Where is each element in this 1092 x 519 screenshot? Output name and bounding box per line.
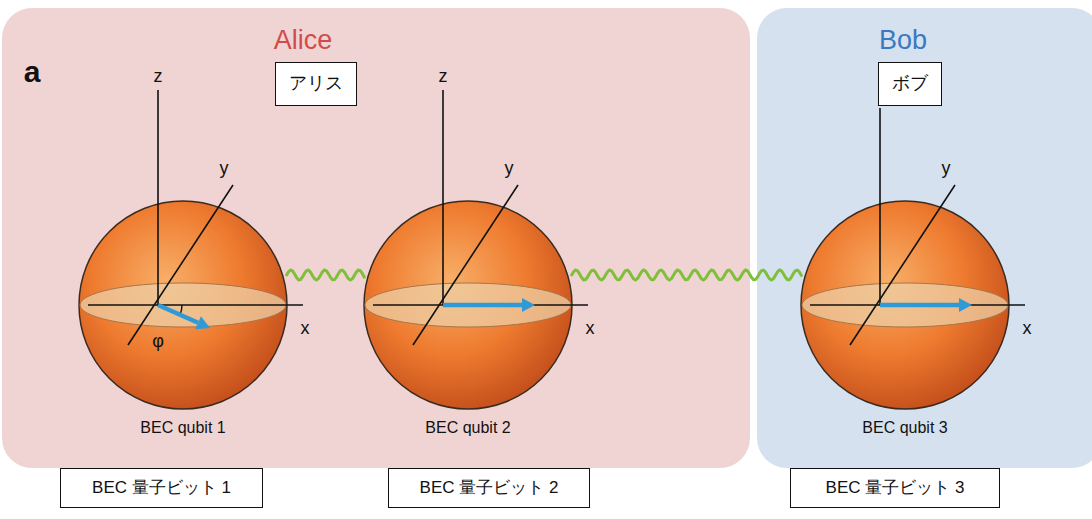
bloch-sphere-node: BEC qubit 2 bbox=[363, 200, 573, 410]
axis-label: x bbox=[1023, 318, 1032, 338]
party-panel: Bob ボブ BEC qubit 3 bbox=[757, 8, 1092, 468]
bloch-sphere bbox=[800, 200, 1010, 410]
label-holder: a bbox=[24, 55, 41, 89]
bloch-sphere bbox=[78, 200, 288, 410]
qubit-label: BEC qubit 1 bbox=[140, 419, 225, 436]
label-holder: z bbox=[439, 66, 448, 87]
z-axis bbox=[442, 90, 444, 305]
state-vector bbox=[443, 303, 522, 308]
name-label: ボブ bbox=[891, 73, 929, 95]
state-vector-head bbox=[195, 316, 210, 329]
caption-box: BEC 量子ビット 2 bbox=[388, 468, 590, 508]
name-box: アリス bbox=[275, 62, 357, 106]
caption-text: BEC 量子ビット 2 bbox=[401, 478, 577, 498]
x-axis bbox=[373, 304, 588, 306]
name-box: ボブ bbox=[878, 62, 942, 106]
axis-label: y bbox=[942, 158, 951, 178]
party-title: Bob bbox=[879, 25, 927, 55]
label-holder: φ bbox=[152, 331, 164, 352]
qubit-label: BEC qubit 3 bbox=[862, 419, 947, 436]
axis-label: y bbox=[220, 158, 229, 178]
x-axis bbox=[88, 304, 303, 306]
bloch-sphere-node: BEC qubit 1 bbox=[78, 200, 288, 410]
axis-label: y bbox=[505, 158, 514, 178]
state-vector-head bbox=[959, 298, 972, 312]
party-title: Alice bbox=[274, 25, 333, 55]
state-vector bbox=[880, 303, 959, 308]
axis-label: z bbox=[439, 66, 448, 86]
label-holder: z bbox=[154, 66, 163, 87]
angle-label: φ bbox=[152, 331, 164, 351]
label-holder: x bbox=[301, 318, 310, 339]
label-holder: x bbox=[1023, 318, 1032, 339]
x-axis bbox=[810, 304, 1025, 306]
name-label: アリス bbox=[288, 73, 344, 95]
y-axis bbox=[850, 185, 955, 345]
z-axis bbox=[157, 90, 159, 305]
label-holder: y bbox=[942, 158, 951, 179]
label-holder: y bbox=[505, 158, 514, 179]
state-vector-head bbox=[522, 298, 535, 312]
bloch-sphere-node: BEC qubit 3 bbox=[800, 200, 1010, 410]
axis-label: z bbox=[154, 66, 163, 86]
entanglement-wave bbox=[287, 270, 365, 280]
z-axis bbox=[879, 108, 881, 305]
axis-label: x bbox=[301, 318, 310, 338]
party-title-holder: Alice bbox=[274, 25, 333, 56]
qubit-label-holder: BEC qubit 3 bbox=[862, 419, 947, 437]
bloch-sphere bbox=[363, 200, 573, 410]
caption-text: BEC 量子ビット 3 bbox=[803, 478, 987, 498]
y-axis bbox=[128, 185, 233, 345]
caption-box: BEC 量子ビット 1 bbox=[60, 468, 263, 508]
qubit-label-holder: BEC qubit 2 bbox=[425, 419, 510, 437]
party-panel: Alice アリス BEC qubit 1 BEC qubit 2 bbox=[2, 8, 750, 468]
panel-letter: a bbox=[24, 55, 41, 88]
caption-box: BEC 量子ビット 3 bbox=[790, 468, 1000, 508]
entanglement-wave bbox=[572, 270, 802, 280]
qubit-label-holder: BEC qubit 1 bbox=[140, 419, 225, 437]
axis-label: x bbox=[586, 318, 595, 338]
state-vector bbox=[158, 305, 198, 323]
qubit-label: BEC qubit 2 bbox=[425, 419, 510, 436]
caption-text: BEC 量子ビット 1 bbox=[73, 478, 250, 498]
party-title-holder: Bob bbox=[879, 25, 927, 56]
label-holder: x bbox=[586, 318, 595, 339]
label-holder: y bbox=[220, 158, 229, 179]
y-axis bbox=[413, 185, 518, 345]
